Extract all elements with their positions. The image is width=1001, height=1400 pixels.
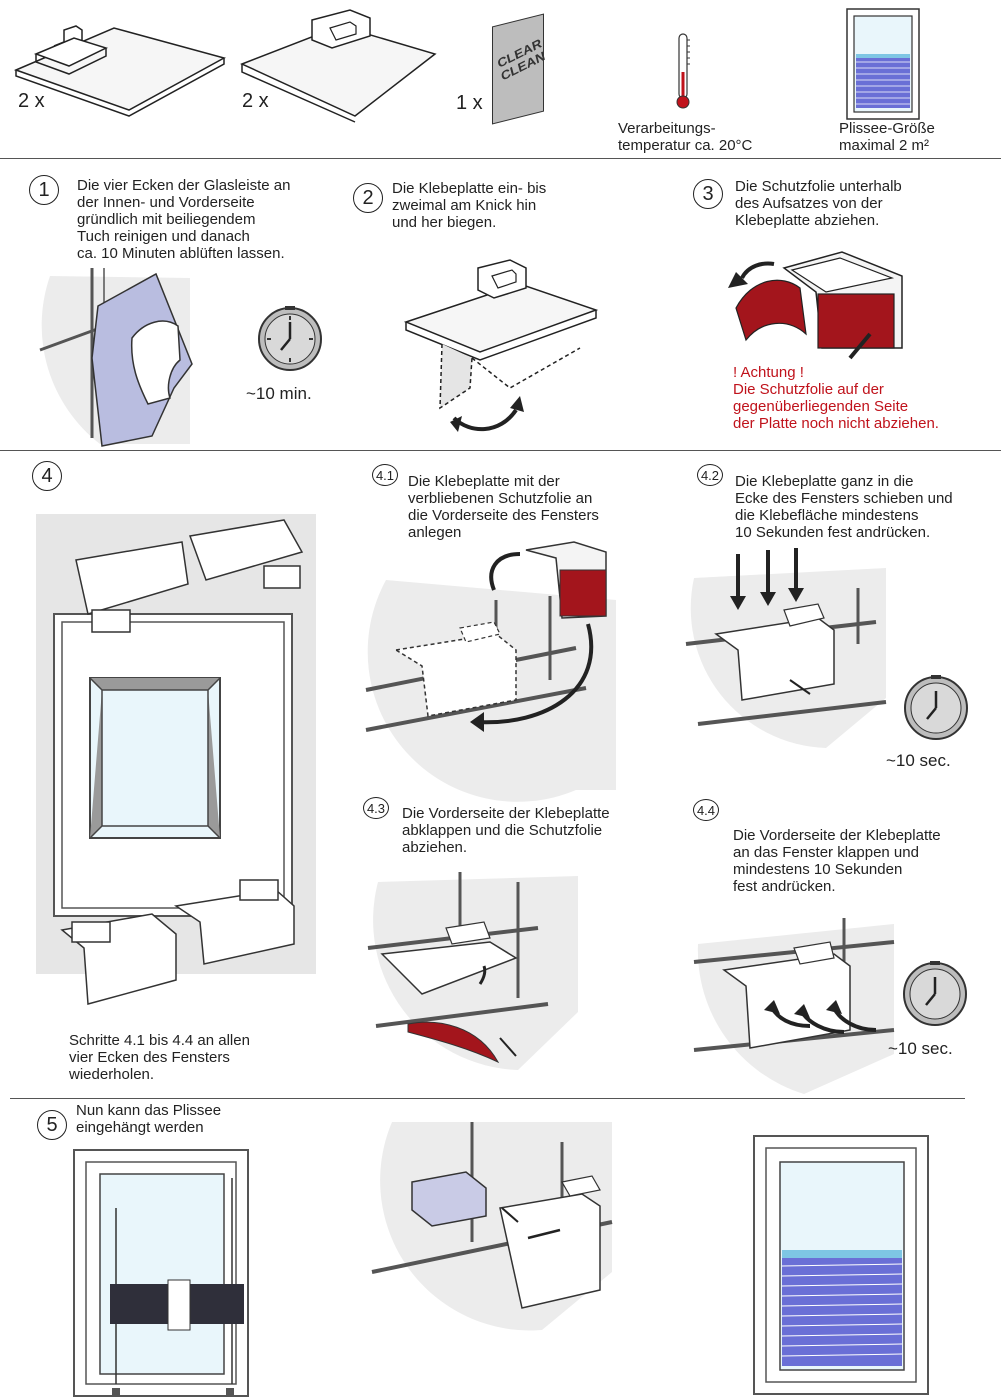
clock-icon: [258, 306, 322, 371]
insert-bracket-illustration: [371, 1122, 613, 1331]
cleaning-cloth: CLEAR CLEAN: [492, 13, 547, 125]
step-3-number: 3: [693, 179, 723, 209]
thermometer-icon: [676, 33, 690, 109]
step-4-2-text: Die Klebeplatte ganz in die Ecke des Fen…: [735, 473, 953, 541]
divider-1: [0, 158, 1001, 159]
step-3-text: Die Schutzfolie unterhalb des Aufsatzes …: [735, 178, 902, 229]
step-2-number: 2: [353, 183, 383, 213]
step-4-number: 4: [32, 461, 62, 491]
press-plate-illustration: [685, 548, 887, 748]
step-1-text: Die vier Ecken der Glasleiste an der Inn…: [77, 177, 291, 262]
press-front-illustration: [693, 918, 895, 1094]
step-4-4-timer: ~10 sec.: [888, 1039, 953, 1058]
divider-3: [10, 1098, 965, 1099]
bending-plate-illustration: [403, 259, 599, 432]
step-4-1-text: Die Klebeplatte mit der verbliebenen Sch…: [408, 473, 599, 541]
cloth-label: CLEAR CLEAN: [496, 35, 547, 84]
window-with-blind-illustration: [73, 1149, 249, 1397]
cleaning-window-illustration: [39, 268, 193, 447]
step-4-text: Schritte 4.1 bis 4.4 an allen vier Ecken…: [69, 1032, 250, 1083]
step-4-3-text: Die Vorderseite der Klebeplatte abklappe…: [402, 805, 610, 856]
step-3-warning: ! Achtung ! Die Schutzfolie auf der gege…: [733, 364, 939, 432]
item1-qty: 2 x: [18, 90, 45, 112]
step-2-text: Die Klebeplatte ein- bis zweimal am Knic…: [392, 180, 547, 231]
item3-qty: 1 x: [456, 92, 483, 114]
fold-plate-illustration: [367, 872, 578, 1070]
step-1-timer: ~10 min.: [246, 384, 312, 403]
clock-icon: [904, 675, 968, 740]
installed-blind-illustration: [753, 1135, 929, 1395]
item2-qty: 2 x: [242, 90, 269, 112]
step-4-4-number: 4.4: [693, 799, 719, 821]
step-5-number: 5: [37, 1110, 67, 1140]
adhesive-plate-bent-icon: [240, 9, 437, 123]
step-4-1-number: 4.1: [372, 464, 398, 486]
size-label: Plissee-Größe maximal 2 m²: [839, 120, 935, 154]
adhesive-plate-icon: [13, 25, 226, 117]
temperature-label: Verarbeitungs- temperatur ca. 20°C: [618, 120, 753, 154]
divider-2: [0, 450, 1001, 451]
attach-plate-illustration: [365, 541, 616, 802]
step-4-3-number: 4.3: [363, 797, 389, 819]
step-4-2-number: 4.2: [697, 464, 723, 486]
window-overview-illustration: [36, 514, 316, 1005]
pleated-blind-window-icon: [846, 8, 920, 120]
step-4-2-timer: ~10 sec.: [886, 751, 951, 770]
clock-icon: [903, 961, 967, 1026]
step-4-4-text: Die Vorderseite der Klebeplatte an das F…: [733, 827, 941, 895]
step-5-text: Nun kann das Plissee eingehängt werden: [76, 1102, 222, 1136]
peeling-foil-illustration: [728, 251, 903, 360]
step-1-number: 1: [29, 175, 59, 205]
